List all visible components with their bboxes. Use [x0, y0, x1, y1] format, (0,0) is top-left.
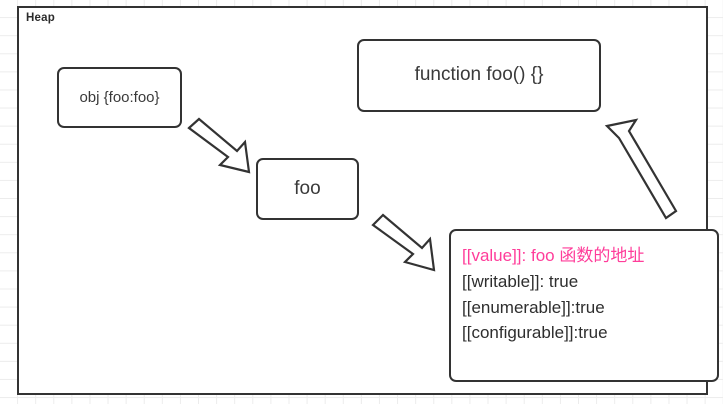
descriptor-line-enumerable: [[enumerable]]:true — [462, 297, 605, 317]
node-foo-label: foo — [294, 177, 321, 199]
node-property-descriptor[interactable]: [[value]]: foo 函数的地址 [[writable]]: true … — [449, 229, 719, 382]
descriptor-line-configurable: [[configurable]]:true — [462, 323, 608, 343]
node-function-foo-label: function foo() {} — [414, 64, 544, 86]
descriptor-line-value: [[value]]: foo 函数的地址 — [462, 246, 645, 265]
heap-container: Heap obj {foo:foo} foo function foo() {}… — [17, 6, 719, 395]
node-foo[interactable]: foo — [256, 158, 359, 220]
node-function-foo[interactable]: function foo() {} — [357, 39, 601, 112]
arrow-obj-to-foo-icon — [187, 117, 251, 174]
heap-label: Heap — [26, 12, 55, 24]
arrow-foo-to-descriptor-icon — [371, 213, 436, 272]
arrow-descriptor-to-function-icon — [604, 118, 678, 220]
node-obj[interactable]: obj {foo:foo} — [57, 67, 182, 128]
descriptor-line-writable: [[writable]]: true — [462, 271, 579, 291]
node-obj-label: obj {foo:foo} — [79, 88, 160, 106]
